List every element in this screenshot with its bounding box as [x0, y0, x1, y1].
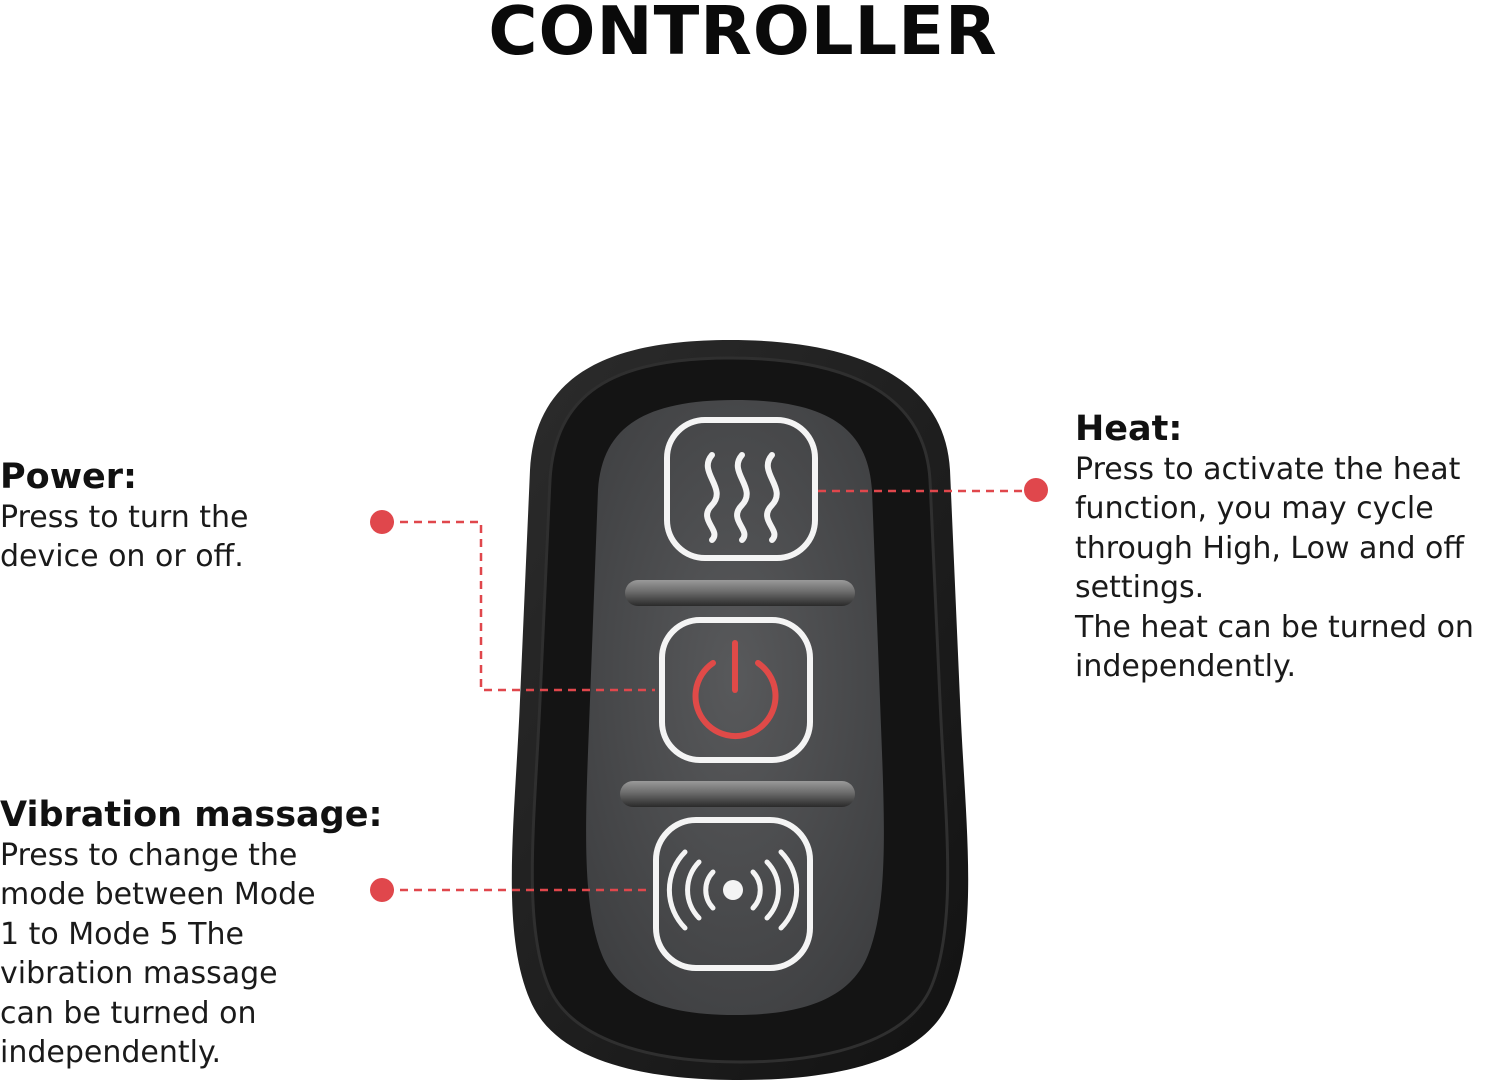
- heat-text-line: Press to activate the heat: [1075, 451, 1461, 487]
- heat-waves-icon: [704, 452, 780, 543]
- power-connector: [370, 510, 655, 692]
- heat-callout: Heat: Press to activate the heat functio…: [1075, 409, 1474, 687]
- heat-connector: [818, 478, 1048, 502]
- vibration-heading: Vibration massage:: [0, 795, 383, 835]
- vibration-text-line: mode between Mode: [0, 877, 316, 912]
- divider-bar-top: [625, 580, 855, 606]
- heat-text-line: function, you may cycle: [1075, 491, 1434, 526]
- vibration-text-line: can be turned on: [0, 995, 257, 1031]
- heat-text-line: settings.: [1075, 570, 1205, 605]
- power-button[interactable]: [659, 617, 813, 763]
- power-heading: Power:: [0, 457, 138, 497]
- power-text-line: device on or off.: [0, 539, 244, 574]
- vibration-connector: [370, 878, 650, 902]
- vibration-text-line: Press to change the: [0, 837, 298, 873]
- vibration-callout: Vibration massage: Press to change the m…: [0, 795, 383, 1073]
- power-text-line: Press to turn the: [0, 499, 249, 535]
- vibration-text-line: vibration massage: [0, 956, 278, 991]
- vibration-text-line: independently.: [0, 1035, 221, 1070]
- heat-button[interactable]: [664, 417, 818, 561]
- heat-text-line: The heat can be turned on: [1075, 609, 1474, 645]
- heat-heading: Heat:: [1075, 409, 1183, 449]
- vibration-icon: [666, 849, 800, 931]
- power-callout: Power: Press to turn the device on or of…: [0, 457, 249, 577]
- heat-text-line: through High, Low and off: [1075, 530, 1465, 566]
- power-icon: [692, 640, 779, 739]
- vibration-text-line: 1 to Mode 5 The: [0, 916, 244, 952]
- heat-text-line: independently.: [1075, 649, 1296, 684]
- vibration-button[interactable]: [653, 817, 813, 971]
- divider-bar-bottom: [620, 781, 855, 807]
- page-title: CONTROLLER: [488, 0, 998, 70]
